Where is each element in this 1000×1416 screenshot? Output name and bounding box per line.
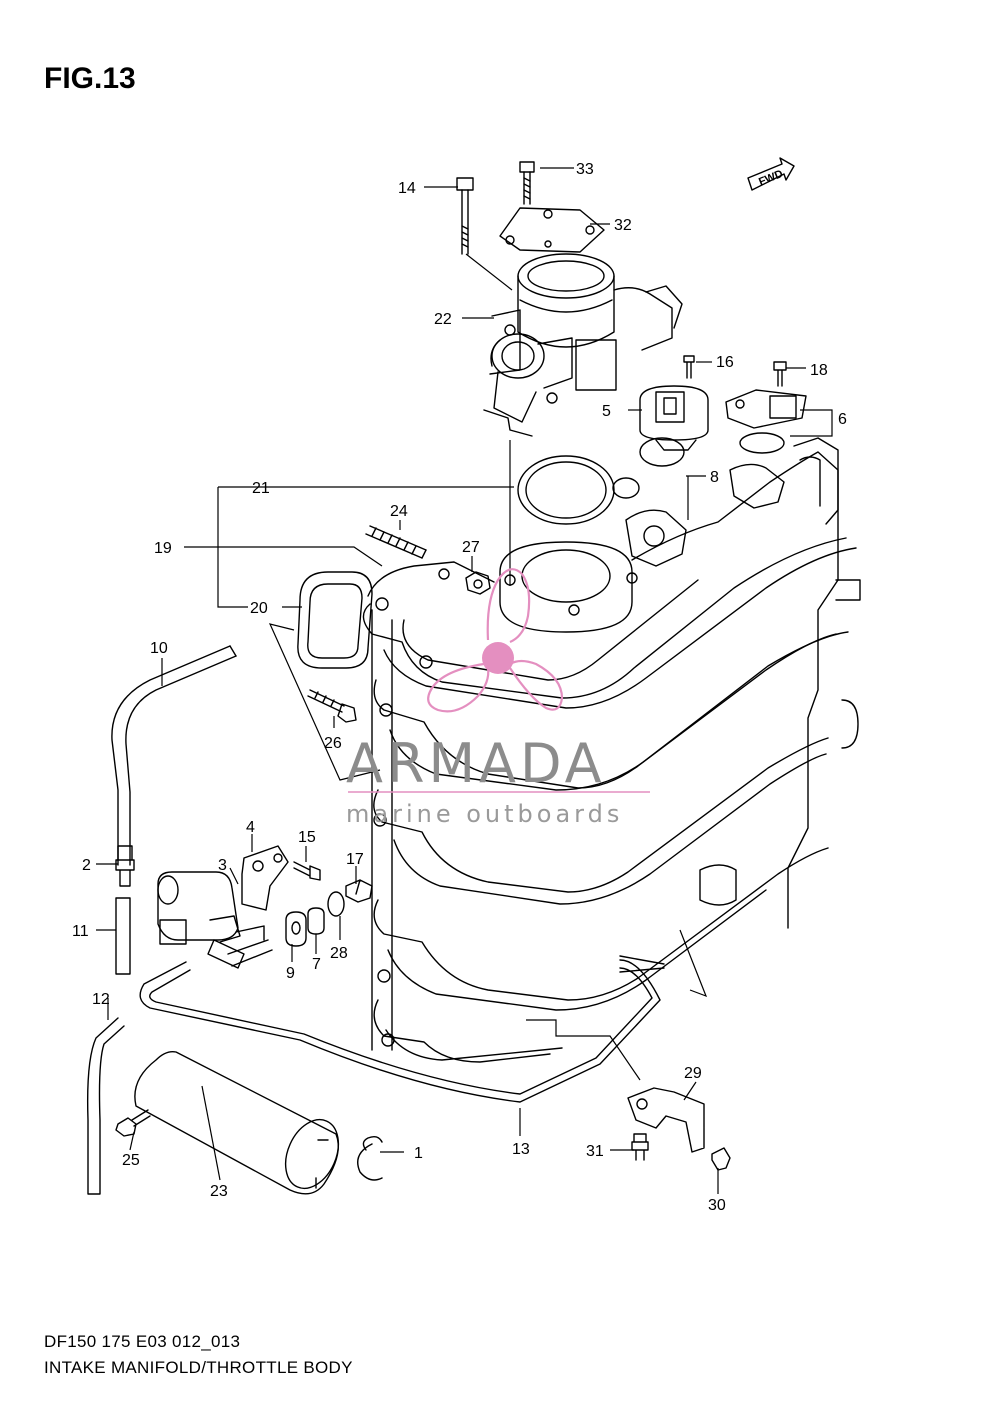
callout-31: 31: [586, 1143, 604, 1160]
callout-26: 26: [324, 735, 342, 752]
callout-23: 23: [210, 1183, 228, 1200]
bracket-29-icon: [627, 1087, 705, 1153]
bolt-26-icon: [307, 689, 357, 723]
fwd-arrow-icon: FWD: [747, 157, 795, 191]
bolt-25-icon: [115, 1109, 151, 1137]
callout-24: 24: [390, 503, 408, 520]
callout-4: 4: [246, 819, 255, 836]
nut-27-icon: [465, 571, 491, 595]
gasket-21-icon: [517, 455, 640, 525]
callout-19: 19: [154, 540, 172, 557]
callout-25: 25: [122, 1152, 140, 1169]
callout-13: 13: [512, 1141, 530, 1158]
bracket-4-icon: [241, 845, 289, 911]
connector-2-icon: [115, 845, 135, 887]
throttle-body-icon: [483, 253, 683, 437]
collar-7-icon: [307, 907, 325, 935]
callout-6: 6: [838, 411, 847, 428]
hose-10-icon: [111, 645, 237, 866]
callout-10: 10: [150, 640, 168, 657]
bolt-14-icon: [456, 177, 474, 255]
hose-12-icon: [86, 1017, 125, 1195]
washer-28-icon: [327, 891, 345, 917]
figure-title: FIG.13: [44, 62, 136, 95]
plate-32-icon: [499, 207, 605, 253]
leader-lines: [96, 167, 833, 1194]
callout-8: 8: [710, 469, 719, 486]
callout-29: 29: [684, 1065, 702, 1082]
bolt-17-icon: [345, 879, 373, 903]
callout-22: 22: [434, 311, 452, 328]
callout-32: 32: [614, 217, 632, 234]
callout-3: 3: [218, 857, 227, 874]
callout-14: 14: [398, 180, 416, 197]
callout-numbers: 1 2 3 4 5 6 7 8 9 10 11 12 13 14 15 16 1…: [72, 161, 847, 1214]
intake-manifold-icon: [362, 437, 861, 1063]
callout-33: 33: [576, 161, 594, 178]
watermark-propeller-icon: [427, 568, 564, 713]
callout-2: 2: [82, 857, 91, 874]
callout-5: 5: [602, 403, 611, 420]
clip-1-icon: [357, 1135, 383, 1181]
sensor-6-icon: [725, 389, 807, 429]
callout-18: 18: [810, 362, 828, 379]
solenoid-valve-3-icon: [157, 871, 273, 969]
screw-18-icon: [773, 361, 787, 387]
callout-17: 17: [346, 851, 364, 868]
callout-28: 28: [330, 945, 348, 962]
watermark-hub-icon: [482, 642, 514, 674]
o-ring-8-icon: [639, 437, 685, 467]
callout-11: 11: [72, 923, 89, 940]
callout-7: 7: [312, 956, 321, 973]
bolt-33-icon: [519, 161, 535, 205]
model-code: DF150 175 E03 012_013: [44, 1332, 241, 1351]
canister-23-icon: [134, 1050, 340, 1195]
section-name: INTAKE MANIFOLD/THROTTLE BODY: [44, 1358, 353, 1377]
o-ring-6-icon: [739, 432, 785, 454]
fwd-label: FWD: [757, 168, 785, 189]
bolt-31-icon: [631, 1133, 649, 1161]
hose-13-icon: [139, 955, 665, 1103]
gasket-20-icon: [297, 571, 373, 669]
stud-24-icon: [365, 525, 427, 559]
callout-16: 16: [716, 354, 734, 371]
watermark: ARMADA marine outboards: [346, 568, 650, 828]
callout-20: 20: [250, 600, 268, 617]
watermark-tagline: marine outboards: [346, 800, 623, 828]
watermark-brand: ARMADA: [346, 732, 606, 795]
clip-30-icon: [711, 1147, 731, 1171]
grommet-9-icon: [285, 911, 307, 947]
callout-21: 21: [252, 480, 270, 497]
callout-15: 15: [298, 829, 316, 846]
screw-16-icon: [683, 355, 695, 379]
callout-30: 30: [708, 1197, 726, 1214]
callout-9: 9: [286, 965, 295, 982]
callout-12: 12: [92, 991, 110, 1008]
callout-1: 1: [414, 1145, 423, 1162]
hose-11-icon: [115, 897, 131, 975]
bolt-15-icon: [293, 861, 321, 881]
callout-27: 27: [462, 539, 480, 556]
